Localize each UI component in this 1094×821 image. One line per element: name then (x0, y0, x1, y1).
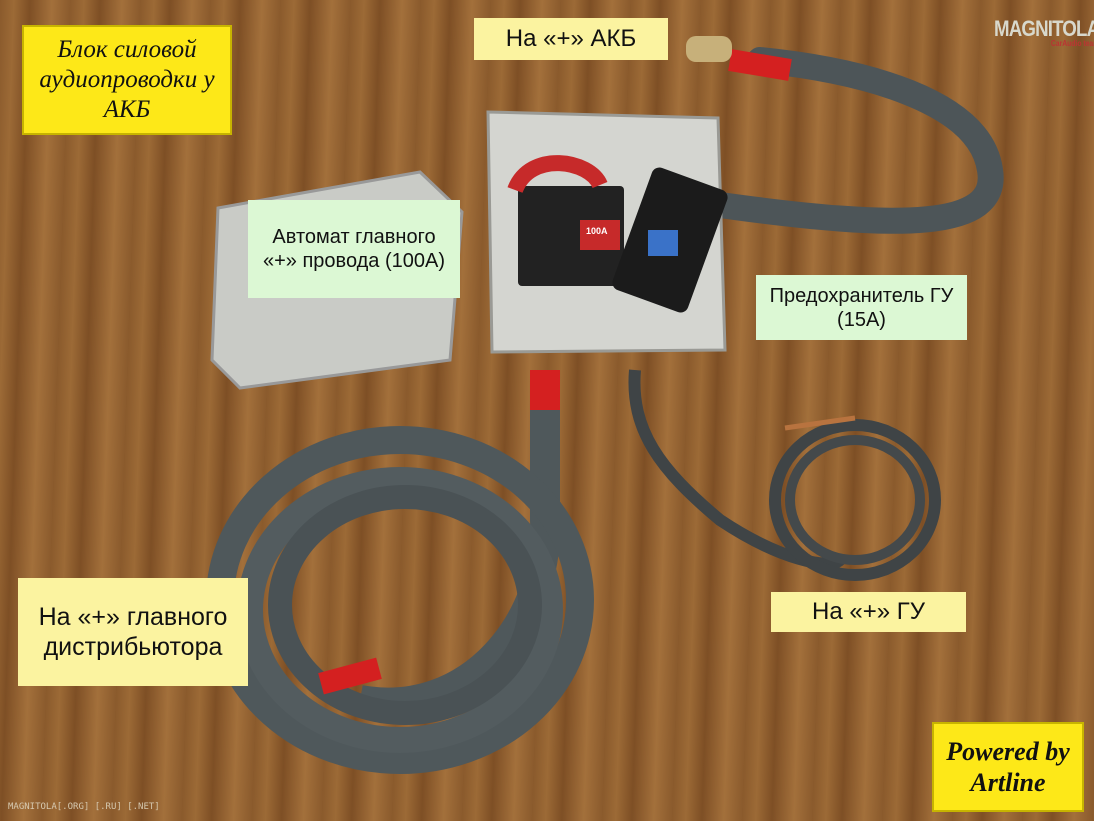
title-label: Блок силовой аудиопроводки у АКБ (22, 25, 232, 135)
battery-plus-label: На «+» АКБ (474, 18, 668, 60)
head-unit-cable (628, 369, 845, 570)
fuse-label: Предохранитель ГУ (15А) (756, 275, 967, 340)
ring-terminal (686, 36, 732, 62)
breaker-label: Автомат главного «+» провода (100А) (248, 200, 460, 298)
breaker-rating: 100A (586, 226, 608, 236)
red-heat-shrink (728, 49, 792, 81)
watermark: MAGNITOLA[.ORG] [.RU] [.NET] (8, 802, 160, 812)
circuit-breaker (518, 186, 624, 286)
head-unit-label: На «+» ГУ (771, 592, 966, 632)
blue-fuse (648, 230, 678, 256)
distributor-label: На «+» главного дистрибьютора (18, 578, 248, 686)
powered-by-label: Powered by Artline (932, 722, 1084, 812)
battery-cable (707, 47, 1004, 234)
head-unit-cable-coil (769, 419, 941, 581)
